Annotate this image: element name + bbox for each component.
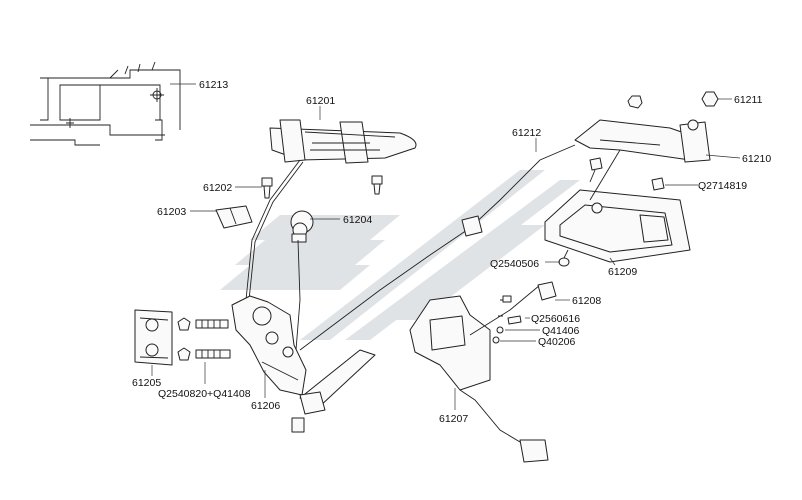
callout-q2540820-q41408: Q2540820+Q41408 — [158, 388, 251, 400]
part-61206-latch — [231, 295, 307, 433]
part-61207-actuator — [409, 284, 549, 463]
callout-61210: 61210 — [742, 153, 771, 165]
part-61210-bracket — [574, 119, 711, 201]
callout-61205: 61205 — [132, 377, 161, 389]
callout-q2540506: Q2540506 — [490, 258, 539, 270]
part-61204-lock-cylinder — [290, 210, 314, 243]
part-61203-clip — [215, 205, 253, 229]
callout-61202: 61202 — [203, 182, 232, 194]
inset-detail-61213 — [30, 61, 181, 146]
callout-61209: 61209 — [608, 266, 637, 278]
callout-61203: 61203 — [157, 206, 186, 218]
part-61209-inner-handle — [544, 189, 691, 263]
part-61211-nut — [627, 91, 719, 109]
callout-61204: 61204 — [343, 214, 372, 226]
screw-q2714819 — [589, 157, 665, 191]
screw-q2540506 — [558, 249, 570, 267]
actuator-arm — [299, 349, 376, 415]
part-61201-outer-handle — [269, 119, 417, 164]
part-61202-bolt — [261, 175, 383, 199]
small-fasteners — [492, 295, 522, 344]
callout-q41406: Q41406 — [542, 325, 580, 337]
callout-61201: 61201 — [306, 95, 335, 107]
callout-61207: 61207 — [439, 413, 468, 425]
callout-61211: 61211 — [734, 94, 763, 106]
callout-61212: 61212 — [512, 127, 541, 139]
callout-labels: 61213 61201 61202 61203 61204 61205 Q254… — [132, 79, 771, 425]
watermark-logo — [220, 170, 580, 340]
callout-61208: 61208 — [572, 295, 601, 307]
leader-lines — [151, 83, 741, 410]
callout-q2560616: Q2560616 — [531, 313, 580, 325]
callout-61206: 61206 — [251, 400, 280, 412]
part-61205-striker — [134, 309, 231, 366]
part-61212-cable — [299, 144, 576, 351]
callout-q40206: Q40206 — [538, 336, 576, 348]
callout-61213: 61213 — [199, 79, 228, 91]
callout-q2714819: Q2714819 — [698, 180, 747, 192]
